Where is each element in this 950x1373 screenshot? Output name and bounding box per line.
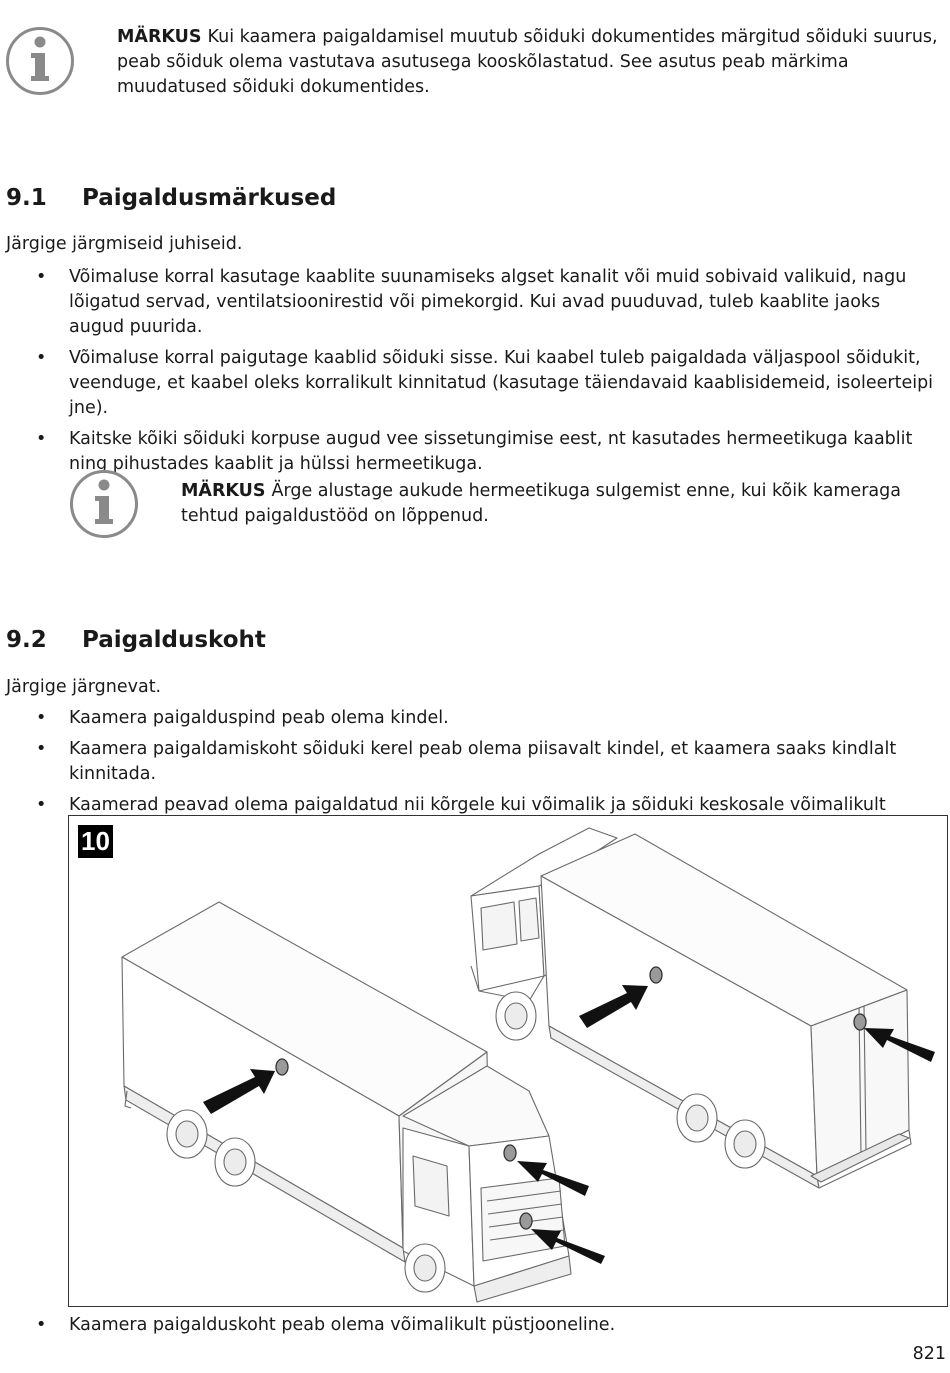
truck-rear (470, 827, 912, 1189)
list-item: • Kaamera paigaldamiskoht sõiduki kerel p… (0, 737, 940, 787)
bullet-icon: • (36, 739, 47, 759)
note-text: Ärge alustage aukude hermeetikuga sulgem… (181, 481, 901, 526)
figure-truck-camera-positions: 10 (68, 815, 948, 1307)
truck-illustration (121, 827, 935, 1303)
list-item: • Võimaluse korral paigutage kaablid sõid… (0, 346, 940, 421)
list-item: • Võimaluse korral kasutage kaablite suun… (0, 265, 940, 340)
list-item-text: Kaamera paigalduskoht peab olema võimali… (69, 1315, 616, 1335)
section-heading-9-1: 9.1 Paigaldusmärkused (6, 185, 336, 211)
bullet-icon: • (36, 267, 47, 287)
camera-markers (275, 966, 867, 1230)
list-item-text: Võimaluse korral kasutage kaablite suuna… (69, 267, 907, 337)
note-label: MÄRKUS (181, 481, 266, 501)
section-intro: Järgige järgnevat. (6, 677, 162, 697)
figure-number: 10 (78, 825, 113, 858)
bullet-icon: • (36, 1315, 47, 1335)
section-number: 9.1 (6, 185, 47, 211)
list-item-text: Kaamera paigaldamiskoht sõiduki kerel pe… (69, 739, 897, 784)
info-icon (6, 27, 74, 95)
note-text: Kui kaamera paigaldamisel muutub sõiduki… (117, 27, 938, 97)
list-item-text: Kaamera paigalduspind peab olema kindel. (69, 708, 449, 728)
bullet-icon: • (36, 429, 47, 449)
bullet-icon: • (36, 795, 47, 815)
bullet-list-9-1: • Võimaluse korral kasutage kaablite suun… (0, 265, 940, 483)
page-number: 821 (912, 1344, 946, 1364)
note-label: MÄRKUS (117, 27, 202, 47)
info-icon (70, 470, 138, 538)
list-item-text: Kaitske kõiki sõiduki korpuse augud vee … (69, 429, 913, 474)
bullet-list-after-figure: • Kaamera paigalduskoht peab olema võimal… (0, 1313, 940, 1344)
section-title: Paigaldusmärkused (82, 185, 337, 211)
list-item: • Kaamera paigalduspind peab olema kindel… (0, 706, 940, 731)
arrow-icons (203, 985, 935, 1264)
list-item: • Kaamera paigalduskoht peab olema võimal… (0, 1313, 940, 1338)
bullet-icon: • (36, 708, 47, 728)
section-number: 9.2 (6, 627, 47, 653)
section-intro: Järgige järgmiseid juhiseid. (6, 234, 243, 254)
list-item-text: Võimaluse korral paigutage kaablid sõidu… (69, 348, 934, 418)
section-title: Paigalduskoht (82, 627, 266, 653)
section-heading-9-2: 9.2 Paigalduskoht (6, 627, 266, 653)
bullet-icon: • (36, 348, 47, 368)
list-item: • Kaitske kõiki sõiduki korpuse augud vee… (0, 427, 940, 477)
